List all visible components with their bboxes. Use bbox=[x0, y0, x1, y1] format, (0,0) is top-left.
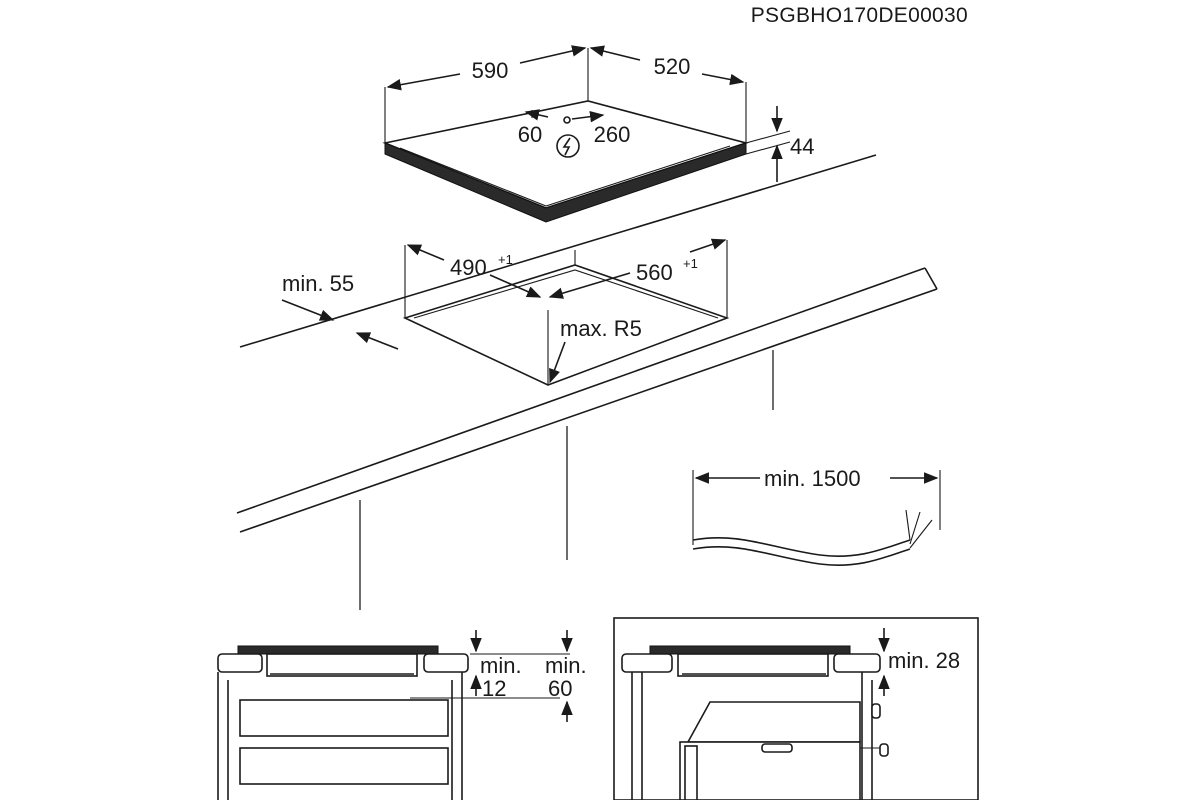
cutout-width-label: 490 bbox=[450, 255, 487, 280]
hob-width-dimension bbox=[386, 45, 587, 91]
drawer-depth-label-line2: 60 bbox=[548, 676, 572, 701]
drawer-gap-label-line1: min. bbox=[480, 653, 522, 678]
worktop bbox=[236, 154, 938, 610]
cutout-depth-label: 560 bbox=[636, 260, 673, 285]
hob-depth-dimension bbox=[589, 45, 745, 86]
cutout-depth-tolerance: +1 bbox=[683, 256, 698, 271]
drawer-gap-label-line2: 12 bbox=[482, 676, 506, 701]
hob-width-label: 590 bbox=[472, 58, 509, 83]
connection-offset-left-label: 60 bbox=[518, 122, 542, 147]
cutout-drawing bbox=[402, 240, 730, 386]
power-cable-drawing bbox=[692, 470, 941, 566]
corner-radius-leader bbox=[549, 341, 566, 384]
hob-height-label: 44 bbox=[790, 134, 814, 159]
cutout-width-dimension bbox=[406, 244, 542, 298]
cutout-width-tolerance: +1 bbox=[498, 252, 513, 267]
edge-distance-label: min. 55 bbox=[282, 271, 354, 296]
hob-drawing bbox=[382, 48, 791, 223]
connection-offset-right-label: 260 bbox=[594, 122, 631, 147]
corner-radius-label: max. R5 bbox=[560, 316, 642, 341]
document-code: PSGBHO170DE00030 bbox=[751, 4, 968, 27]
oven-section-drawing bbox=[613, 617, 979, 800]
edge-distance-dimension bbox=[281, 299, 399, 350]
cable-length-label: min. 1500 bbox=[764, 466, 861, 491]
drawer-depth-label-line1: min. bbox=[545, 653, 587, 678]
hob-depth-label: 520 bbox=[654, 54, 691, 79]
cutout-depth-dimension bbox=[548, 238, 727, 299]
oven-gap-label: min. 28 bbox=[888, 648, 960, 673]
drawer-gap-dimension bbox=[470, 630, 573, 722]
electrical-connection-icon bbox=[556, 134, 580, 158]
connection-offset-dimensions bbox=[524, 109, 605, 123]
drawer-section-drawing bbox=[217, 645, 570, 800]
